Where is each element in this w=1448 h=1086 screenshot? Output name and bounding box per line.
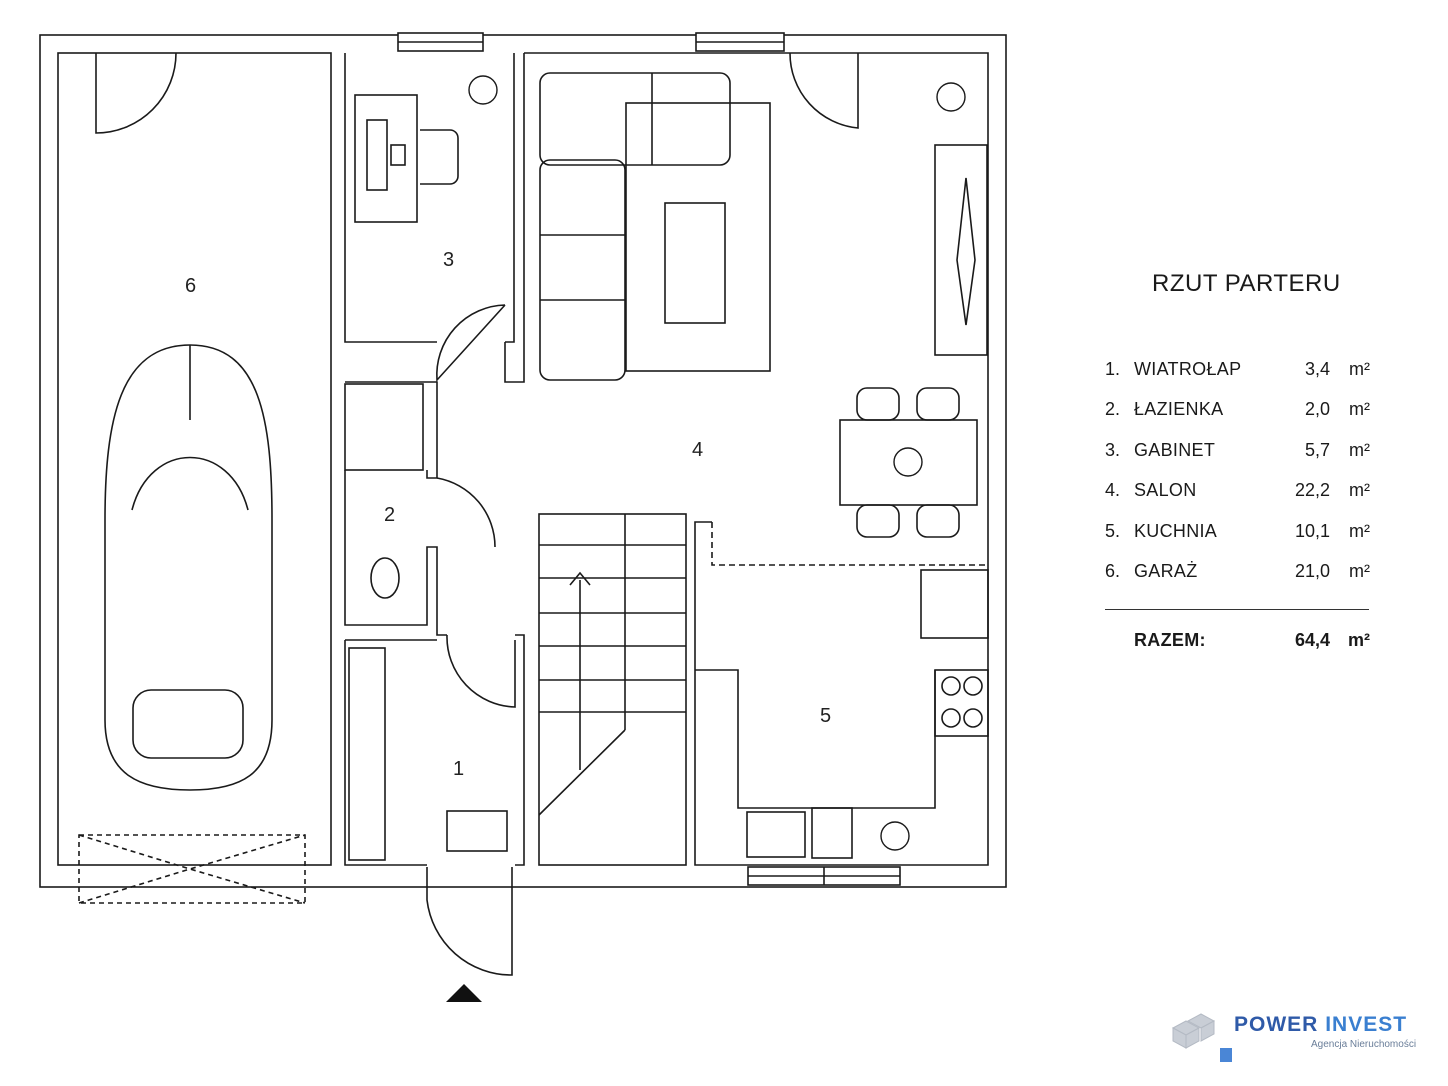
legend-row: 6. GARAŻ 21,0 m²	[1100, 561, 1372, 585]
room-name: ŁAZIENKA	[1134, 399, 1224, 419]
room-number: 4.	[1105, 480, 1121, 500]
legend-row: 3. GABINET 5,7 m²	[1100, 440, 1372, 464]
garage-door	[78, 834, 306, 904]
room-number: 1.	[1105, 359, 1121, 379]
brand-name-part1: POWER	[1234, 1013, 1319, 1036]
area-unit: m²	[1349, 561, 1370, 581]
area-unit: m²	[1348, 630, 1370, 650]
legend-row: 5. KUCHNIA 10,1 m²	[1100, 521, 1372, 545]
tv-cabinet	[934, 144, 988, 356]
legend-row: 2. ŁAZIENKA 2,0 m²	[1100, 399, 1372, 423]
total-area: 64,4	[1294, 630, 1330, 650]
car	[104, 344, 273, 791]
room-number: 6.	[1105, 561, 1121, 581]
room-label-2: 2	[384, 504, 395, 526]
plant-icon	[880, 821, 910, 851]
area-unit: m²	[1349, 440, 1370, 460]
brand-name-part2: INVEST	[1325, 1013, 1408, 1036]
plant-icon	[893, 447, 923, 477]
entrance-door	[426, 867, 513, 976]
shoe-rack	[348, 647, 386, 861]
legend-row: 4. SALON 22,2 m²	[1100, 480, 1372, 504]
room-area: 10,1	[1294, 521, 1330, 541]
room-name: KUCHNIA	[1134, 521, 1218, 541]
room-label-5: 5	[820, 705, 831, 727]
legend-title: RZUT PARTERU	[1152, 270, 1341, 297]
room-label-6: 6	[185, 275, 196, 297]
room-number: 3.	[1105, 440, 1121, 460]
area-unit: m²	[1349, 399, 1370, 419]
brand-logo: POWER INVEST Agencja Nieruchomości	[1140, 1000, 1448, 1086]
outer-wall	[39, 34, 1007, 888]
room-number: 5.	[1105, 521, 1121, 541]
dishwasher	[811, 807, 853, 859]
doormat	[446, 810, 508, 852]
shower	[344, 383, 424, 471]
desk	[354, 94, 418, 223]
plant-icon	[468, 75, 498, 105]
room-area: 22,2	[1294, 480, 1330, 500]
legend-total-row: RAZEM: 64,4 m²	[1100, 630, 1372, 654]
area-unit: m²	[1349, 480, 1370, 500]
rug	[625, 102, 771, 372]
room-name: GARAŻ	[1134, 561, 1198, 581]
door-swing	[95, 52, 177, 134]
brand-name: POWER INVEST	[1234, 1013, 1407, 1037]
room-area: 5,7	[1304, 440, 1330, 460]
door-swing	[789, 52, 859, 129]
room-area: 3,4	[1304, 359, 1330, 379]
room-label-3: 3	[443, 249, 454, 271]
legend-divider	[1105, 609, 1369, 610]
room-name: SALON	[1134, 480, 1197, 500]
room-name: GABINET	[1134, 440, 1216, 460]
room-area: 21,0	[1294, 561, 1330, 581]
cubes-logo-icon	[1171, 1013, 1232, 1062]
chair	[420, 129, 459, 185]
sink	[746, 811, 806, 858]
coffee-table	[664, 202, 726, 324]
area-unit: m²	[1349, 359, 1370, 379]
garage-wall	[57, 52, 332, 866]
room-name: WIATROŁAP	[1134, 359, 1242, 379]
room-number: 2.	[1105, 399, 1121, 419]
entrance-arrow-icon	[446, 984, 482, 1002]
staircase	[538, 513, 687, 866]
room-label-1: 1	[453, 758, 464, 780]
office-wall	[344, 53, 437, 343]
total-label: RAZEM:	[1134, 630, 1206, 650]
door-swing	[436, 304, 506, 382]
toilet	[370, 557, 400, 599]
area-unit: m²	[1349, 521, 1370, 541]
brand-tagline: Agencja Nieruchomości	[1311, 1039, 1417, 1050]
room-area: 2,0	[1304, 399, 1330, 419]
sofa	[539, 72, 731, 166]
room-label-4: 4	[692, 439, 703, 461]
plant-icon	[936, 82, 966, 112]
legend-row: 1. WIATROŁAP 3,4 m²	[1100, 359, 1372, 383]
dining-table	[839, 419, 978, 506]
